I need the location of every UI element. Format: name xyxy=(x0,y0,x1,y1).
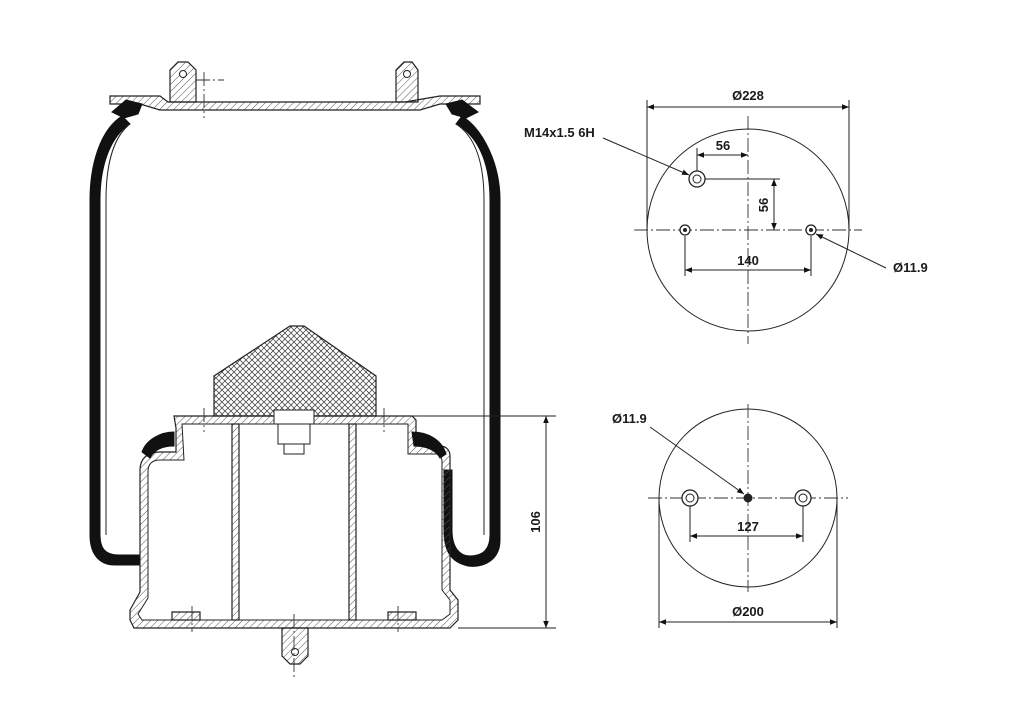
center-nut xyxy=(273,409,315,425)
center-nut-body xyxy=(277,423,311,445)
bottom-insert-right xyxy=(387,611,417,621)
rib-left xyxy=(231,423,240,621)
stud-hole-right xyxy=(403,70,411,78)
top-bead-plate xyxy=(109,95,481,111)
bead-right xyxy=(445,99,479,119)
bottom-diameter-label: Ø200 xyxy=(732,604,764,619)
bottom-hole-diameter-label: Ø11.9 xyxy=(612,411,647,426)
top-plate-view: Ø228 M14x1.5 6H 56 56 140 Ø11.9 xyxy=(524,88,928,344)
stud-hole-left xyxy=(179,70,187,78)
bottom-plate-view: Ø11.9 127 Ø200 xyxy=(612,404,848,628)
offset-x-label: 56 xyxy=(716,138,730,153)
bottom-center-hole xyxy=(743,493,753,503)
height-dim-label: 106 xyxy=(528,511,543,533)
top-diameter-label: Ø228 xyxy=(732,88,764,103)
rib-right xyxy=(348,423,357,621)
top-stud-left xyxy=(169,61,197,103)
bottom-stud xyxy=(281,627,309,665)
thread-label: M14x1.5 6H xyxy=(524,125,595,140)
bottom-insert-left xyxy=(171,611,201,621)
hole-spacing-label: 140 xyxy=(737,253,759,268)
rubber-bellow-right xyxy=(443,115,501,567)
rubber-bellow xyxy=(89,115,141,566)
bump-stop xyxy=(213,325,377,417)
piston-bead-left xyxy=(141,431,175,459)
top-hole-diameter-label: Ø11.9 xyxy=(893,260,928,275)
offset-y-label: 56 xyxy=(756,198,771,212)
top-stud-right xyxy=(395,61,419,103)
bottom-hole-spacing-label: 127 xyxy=(737,519,759,534)
section-view: 106 xyxy=(89,61,556,680)
piston-bead-right xyxy=(411,431,447,459)
